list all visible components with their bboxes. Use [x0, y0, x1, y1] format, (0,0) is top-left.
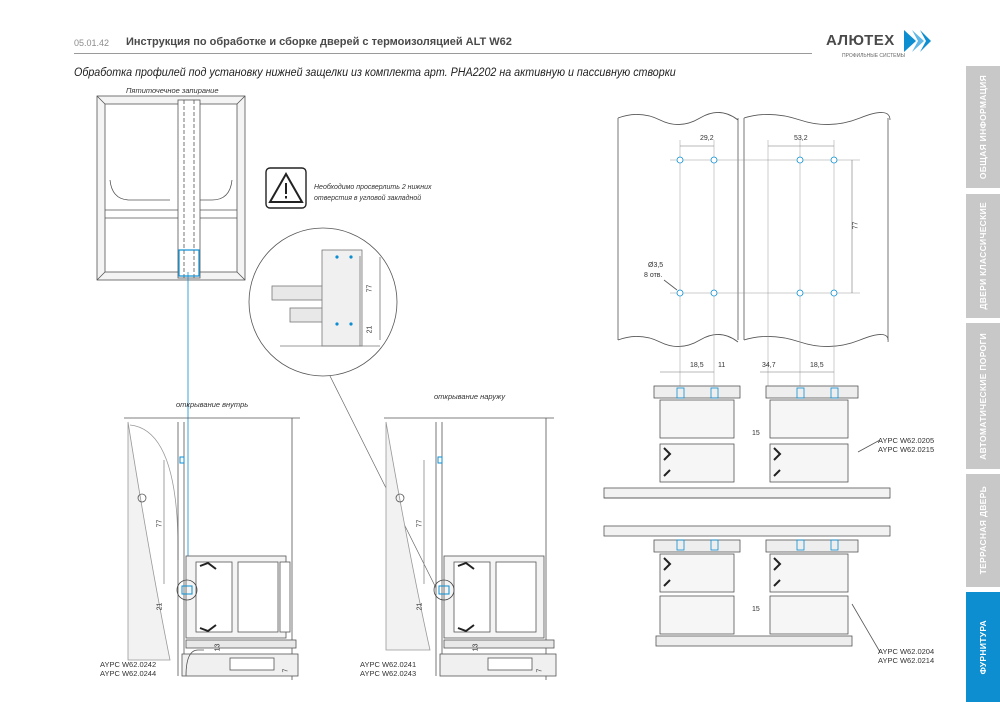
inward-dim-7: 7 [282, 668, 290, 673]
inward-code-2: AYPC W62.0244 [100, 669, 157, 678]
outward-dim-13: 13 [472, 643, 480, 652]
outward-code-1: AYPC W62.0241 [360, 660, 417, 669]
outward-section [384, 417, 557, 680]
dim-34-7: 34,7 [762, 362, 776, 369]
hole-diameter: Ø3,5 [648, 262, 664, 269]
bottom-code-1: AYPC W62.0204 [878, 647, 935, 656]
bottom-code-2: AYPC W62.0214 [878, 656, 935, 665]
dim-15-top: 15 [752, 430, 760, 437]
outward-label: открывание наружу [434, 392, 506, 401]
warning-triangle-icon [265, 167, 307, 209]
warning-text-2: отверстия в угловой закладной [314, 195, 422, 202]
hole-count: 8 отв. [644, 272, 663, 279]
tab-general-info[interactable]: ОБЩАЯ ИНФОРМАЦИЯ [966, 66, 1000, 188]
tab-automatic-thresholds[interactable]: АВТОМАТИЧЕСКИЕ ПОРОГИ [966, 323, 1000, 469]
leaf-elevation [617, 112, 891, 390]
brand-logo: АЛЮТЕХ ПРОФИЛЬНЫЕ СИСТЕМЫ [826, 28, 936, 62]
logo-name: АЛЮТЕХ [826, 32, 895, 49]
tab-classic-doors[interactable]: ДВЕРИ КЛАССИЧЕСКИЕ [966, 194, 1000, 318]
door-elevation [96, 95, 246, 281]
inward-section [124, 417, 300, 680]
locking-label: Пятиточечное запирание [126, 86, 219, 95]
tab-hardware[interactable]: ФУРНИТУРА [966, 592, 1000, 702]
outward-code-2: AYPC W62.0243 [360, 669, 417, 678]
logo-tagline: ПРОФИЛЬНЫЕ СИСТЕМЫ [842, 53, 906, 59]
page-subtitle: Обработка профилей под установку нижней … [74, 67, 676, 79]
inward-dim-13: 13 [214, 643, 222, 652]
profile-section-bottom [603, 525, 891, 653]
document-title: Инструкция по обработке и сборке дверей … [126, 36, 512, 48]
inward-code-1: AYPC W62.0242 [100, 660, 157, 669]
outward-dim-7: 7 [536, 668, 544, 673]
logo-mark-icon [904, 30, 931, 52]
top-code-2: AYPC W62.0215 [878, 445, 935, 454]
profile-section-top [603, 385, 891, 499]
dim-11: 11 [718, 362, 726, 369]
detail-dim-77: 77 [366, 284, 374, 293]
dim-77-right: 77 [852, 221, 860, 230]
inward-dim-77: 77 [156, 519, 164, 528]
tab-terrace-door[interactable]: ТЕРРАСНАЯ ДВЕРЬ [966, 474, 1000, 587]
inward-dim-21: 21 [156, 602, 164, 611]
document-code: 05.01.42 [74, 38, 110, 48]
corner-detail [248, 227, 398, 377]
dim-18-5-b: 18,5 [810, 362, 824, 369]
top-code-1: AYPC W62.0205 [878, 436, 935, 445]
warning-text-1: Необходимо просверлить 2 нижних [314, 184, 432, 191]
dim-15-bottom: 15 [752, 606, 760, 613]
inward-label: открывание внутрь [176, 400, 249, 409]
outward-dim-21: 21 [416, 602, 424, 611]
detail-dim-21: 21 [366, 325, 374, 334]
dim-53-2: 53,2 [794, 135, 808, 142]
dim-29-2: 29,2 [700, 135, 714, 142]
header-divider [74, 53, 812, 54]
outward-dim-77: 77 [416, 519, 424, 528]
dim-18-5-a: 18,5 [690, 362, 704, 369]
